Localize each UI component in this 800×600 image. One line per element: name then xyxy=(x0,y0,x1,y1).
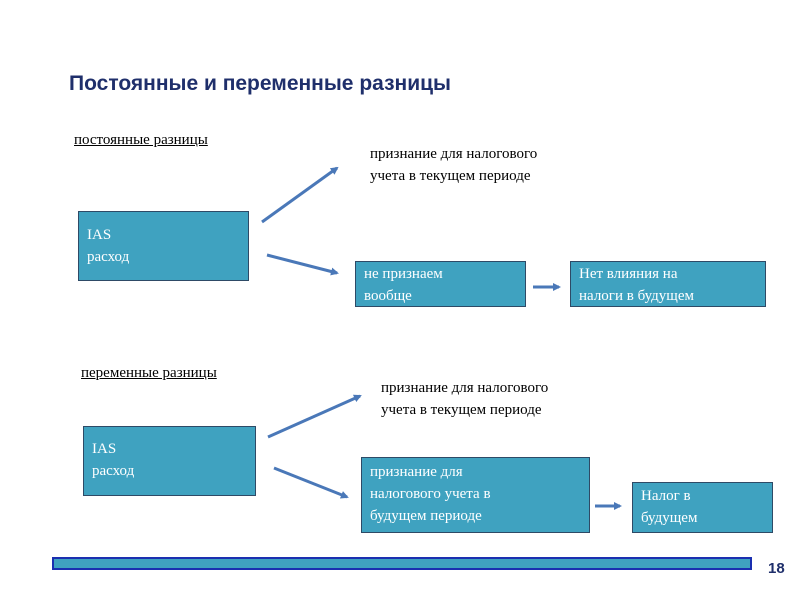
permanent-recognition-text: признание для налогового учета в текущем… xyxy=(370,143,537,187)
future-tax-line-1: Налог в xyxy=(641,488,691,504)
no-tax-effect-line-1: Нет влияния на xyxy=(579,266,678,282)
not-recognized-line-2: вообще xyxy=(364,288,412,304)
temporary-recognition-arrow xyxy=(267,394,362,439)
temporary-recognition-line-2: учета в текущем периоде xyxy=(381,402,542,418)
permanent-not-recognized-arrow xyxy=(266,253,339,276)
page-title: Постоянные и переменные разницы xyxy=(69,72,451,95)
permanent-recognition-line-2: учета в текущем периоде xyxy=(370,168,531,184)
temporary-expense-line: расход xyxy=(92,463,135,479)
future-recognition-line-3: будущем периоде xyxy=(370,508,482,524)
future-tax-box: Налог в будущем xyxy=(632,482,773,533)
permanent-recognition-line-1: признание для налогового xyxy=(370,146,538,162)
permanent-ias-expense-box: IAS расход xyxy=(78,211,249,281)
future-tax-line-2: будущем xyxy=(641,510,698,526)
temporary-ias-line: IAS xyxy=(92,441,117,457)
future-recognition-box: признание для налогового учета в будущем… xyxy=(361,457,590,533)
permanent-expense-line: расход xyxy=(87,249,130,265)
temporary-recognition-text: признание для налогового учета в текущем… xyxy=(381,377,548,421)
page-number: 18 xyxy=(768,560,785,577)
no-tax-effect-box: Нет влияния на налоги в будущем xyxy=(570,261,766,307)
no-tax-effect-line-2: налоги в будущем xyxy=(579,288,695,304)
temporary-future-arrow xyxy=(273,466,349,499)
permanent-ias-line: IAS xyxy=(87,227,112,243)
temporary-recognition-line-1: признание для налогового xyxy=(381,380,549,396)
future-recognition-line-1: признание для xyxy=(370,464,463,480)
permanent-recognition-arrow xyxy=(261,166,339,224)
permanent-differences-label: постоянные разницы xyxy=(74,132,208,148)
future-recognition-line-2: налогового учета в xyxy=(370,486,491,502)
temporary-differences-label: переменные разницы xyxy=(81,365,217,381)
bottom-bar xyxy=(52,557,752,570)
not-recognized-box: не признаем вообще xyxy=(355,261,526,307)
temporary-ias-expense-box: IAS расход xyxy=(83,426,256,496)
not-recognized-line-1: не признаем xyxy=(364,266,443,282)
